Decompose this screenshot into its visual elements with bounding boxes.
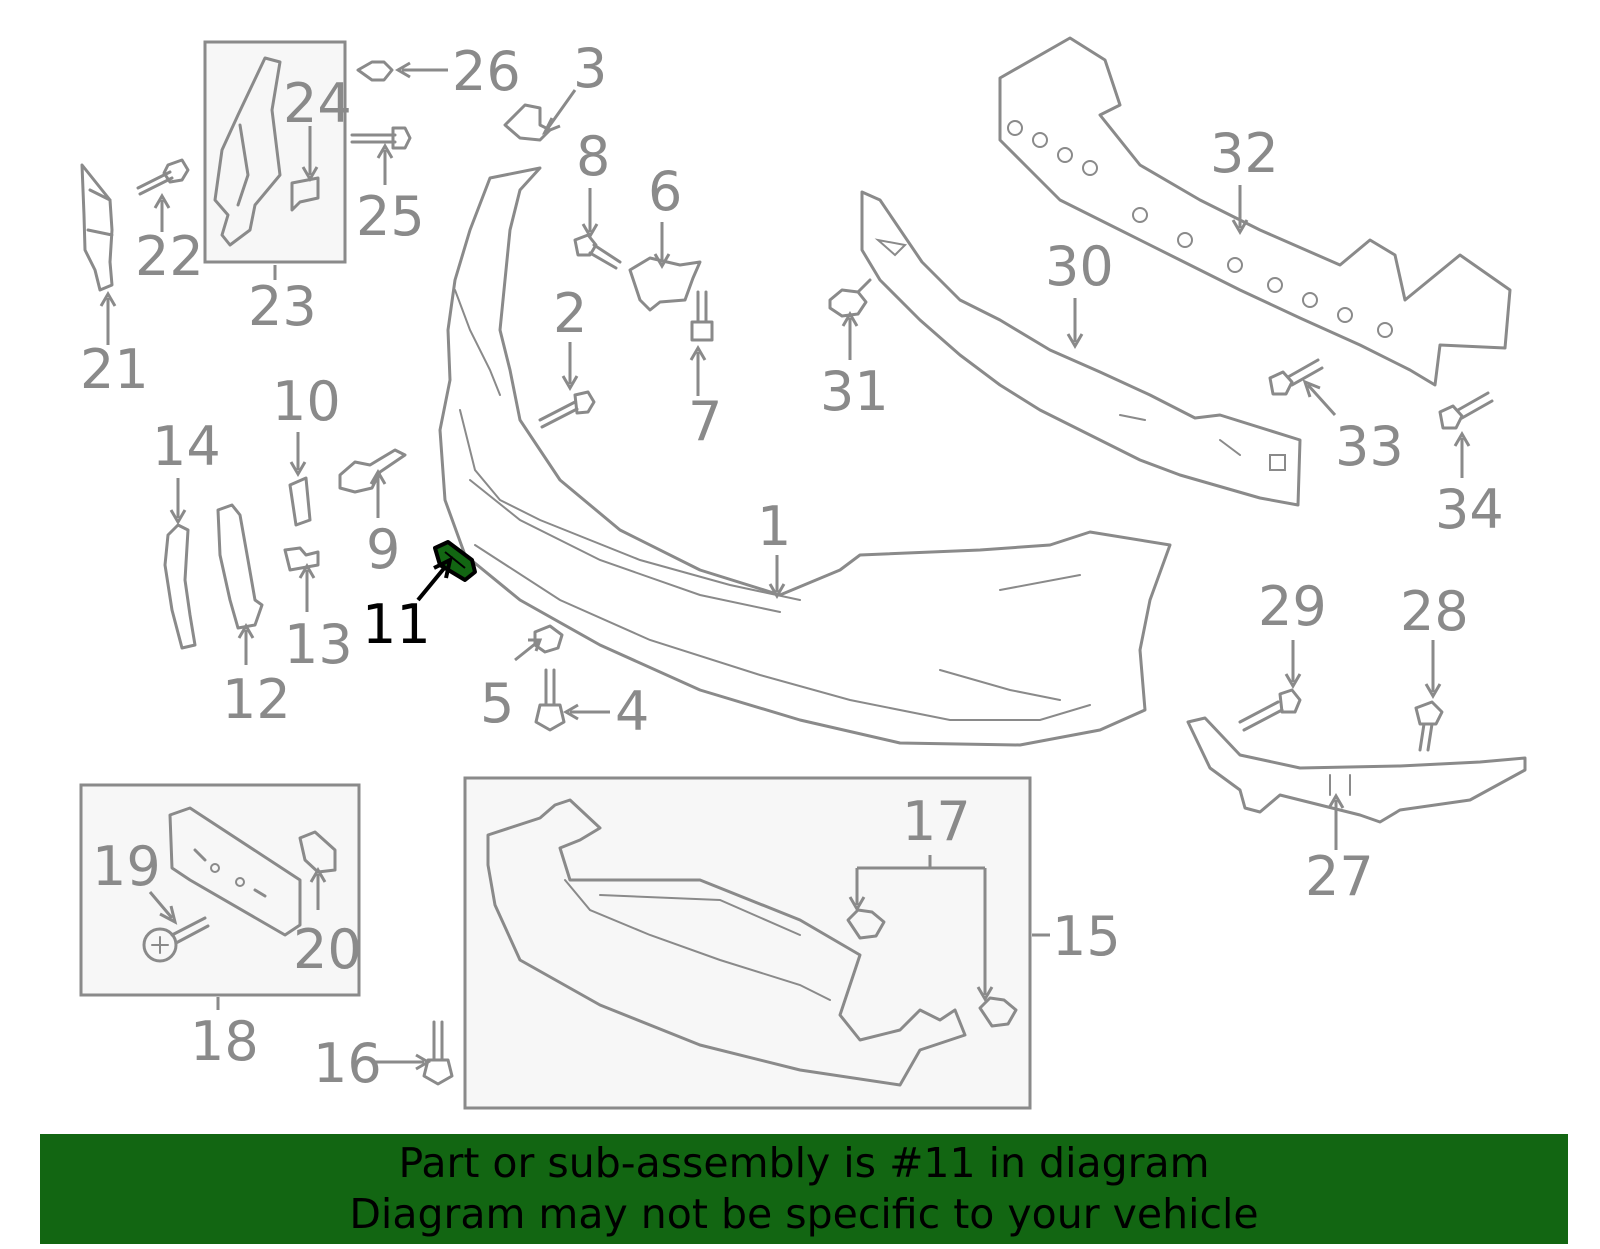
callout-labels: 1 2 3 4 5 6 7 8 9 10 11 12 13 14 15 16 1… xyxy=(80,37,1504,1095)
callout-12: 12 xyxy=(222,668,291,731)
callout-24: 24 xyxy=(283,72,352,135)
callout-31: 31 xyxy=(820,360,889,423)
part-16-bolt xyxy=(422,1020,454,1086)
part-24-bracket xyxy=(213,56,282,247)
callout-8: 8 xyxy=(576,125,610,188)
callout-25: 25 xyxy=(356,185,425,248)
group-box-15 xyxy=(463,776,1032,1110)
part-12-strip xyxy=(216,503,264,630)
callout-13: 13 xyxy=(284,613,353,676)
part-10-clip xyxy=(288,476,312,527)
part-7-bolt xyxy=(690,290,714,342)
part-21-bracket xyxy=(80,163,114,292)
part-1-bumper-cover xyxy=(438,166,1172,747)
group-box-18 xyxy=(79,783,361,997)
part-13-clip xyxy=(283,546,320,572)
callout-20: 20 xyxy=(293,918,362,981)
part-15-inner xyxy=(564,879,831,1001)
part-29-bolt xyxy=(1238,688,1302,732)
callout-28: 28 xyxy=(1400,580,1469,643)
callout-9: 9 xyxy=(366,518,400,581)
part-15-undercover xyxy=(486,798,967,1087)
part-30-absorber xyxy=(860,190,1302,507)
part-33-bolt xyxy=(1268,358,1324,396)
callout-21: 21 xyxy=(80,338,149,401)
part-4-bolt xyxy=(534,668,566,732)
callout-23: 23 xyxy=(248,275,317,338)
callout-26: 26 xyxy=(452,40,521,103)
part-31-clip xyxy=(828,278,872,318)
part-3-clip xyxy=(503,103,552,142)
callout-3: 3 xyxy=(573,37,607,100)
group-box-23 xyxy=(203,40,347,264)
part-9-grommet xyxy=(338,448,407,494)
callout-18: 18 xyxy=(190,1010,259,1073)
part-30-detail xyxy=(874,238,1286,471)
callout-34: 34 xyxy=(1435,478,1504,541)
part-18-plate xyxy=(168,806,302,937)
callout-32: 32 xyxy=(1210,122,1279,185)
callout-4: 4 xyxy=(615,680,649,743)
callout-7: 7 xyxy=(688,390,722,453)
part-24-clip xyxy=(290,176,320,212)
part-8-bolt xyxy=(573,233,622,270)
part-27-detail xyxy=(1329,774,1351,796)
callout-2: 2 xyxy=(553,282,587,345)
callout-10: 10 xyxy=(272,370,341,433)
callout-5: 5 xyxy=(480,672,514,735)
callout-16: 16 xyxy=(313,1032,382,1095)
callout-6: 6 xyxy=(648,160,682,223)
part-32-reinforcement xyxy=(998,36,1512,387)
callout-33: 33 xyxy=(1335,415,1404,478)
leader-arrows xyxy=(99,61,1471,1071)
callout-19: 19 xyxy=(92,835,161,898)
callout-27: 27 xyxy=(1305,845,1374,908)
part-17-clip-b xyxy=(978,996,1018,1028)
part-34-bolt xyxy=(1438,391,1494,430)
callout-22: 22 xyxy=(135,225,204,288)
part-22-bolt xyxy=(136,158,190,196)
callout-30: 30 xyxy=(1045,235,1114,298)
callout-14: 14 xyxy=(152,415,221,478)
part-18-hole-a xyxy=(210,863,220,873)
part-19-screw xyxy=(142,916,210,963)
callout-17: 17 xyxy=(902,790,971,853)
callout-29: 29 xyxy=(1258,575,1327,638)
callout-11: 11 xyxy=(362,593,431,656)
banner-line-2: Diagram may not be specific to your vehi… xyxy=(349,1190,1259,1238)
part-27-bracket xyxy=(1186,716,1527,824)
part-25-bolt xyxy=(350,126,412,150)
info-banner: Part or sub-assembly is #11 in diagram D… xyxy=(40,1134,1568,1244)
callout-15: 15 xyxy=(1052,905,1121,968)
part-2-bolt xyxy=(538,390,596,429)
part-26-clip xyxy=(356,60,394,82)
part-20-clip xyxy=(298,830,337,874)
callout-1: 1 xyxy=(757,495,791,558)
part-6-bracket xyxy=(628,256,702,312)
part-28-bolt xyxy=(1414,700,1444,752)
part-14-strip xyxy=(163,523,197,650)
part-18-hole-b xyxy=(235,877,245,887)
banner-line-1: Part or sub-assembly is #11 in diagram xyxy=(398,1139,1210,1187)
